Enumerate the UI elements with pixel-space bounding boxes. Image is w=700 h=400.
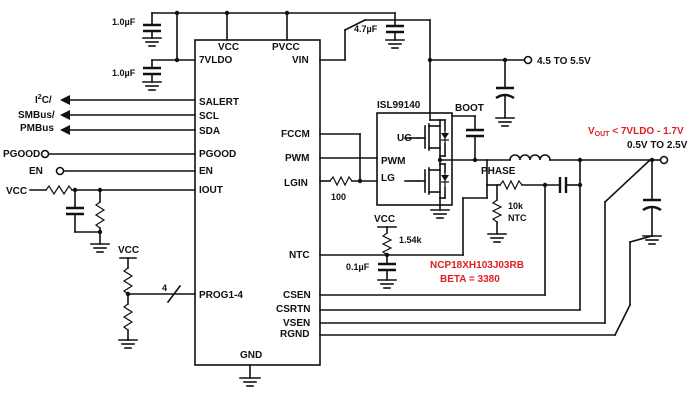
pin-fccm: FCCM	[281, 129, 310, 140]
resistor-lgin	[329, 175, 353, 187]
pin-gnd: GND	[240, 350, 262, 361]
mosfet-high-side	[417, 119, 449, 159]
label-thermistor-beta: BETA = 3380	[440, 274, 500, 285]
label-vcc-iout: VCC	[6, 186, 27, 197]
label-ntc: NTC	[508, 213, 527, 223]
pin-vsen: VSEN	[283, 318, 310, 329]
resistor-ntc-pullup	[381, 232, 393, 256]
resistor-iout	[94, 201, 106, 229]
pin-prog: PROG1-4	[199, 290, 243, 301]
en-terminal[interactable]	[55, 166, 65, 176]
resistor-sense	[499, 179, 523, 191]
ground-symbol-cout	[642, 235, 662, 245]
ground-symbol-cvldo	[142, 81, 162, 91]
pin-iout: IOUT	[199, 185, 223, 196]
pin-vin: VIN	[292, 55, 309, 66]
capacitor-ntc	[378, 262, 396, 272]
vout-terminal[interactable]	[659, 155, 669, 165]
label-r-ntc-pullup: 1.54k	[399, 235, 423, 245]
driver-pin-lg: LG	[381, 173, 395, 184]
capacitor-vldo	[143, 66, 161, 76]
label-ntc-value: 10k	[508, 201, 524, 211]
driver-ic-body	[376, 112, 453, 206]
vin-terminal[interactable]	[523, 55, 533, 65]
pin-sda: SDA	[199, 126, 220, 137]
label-i2c: I2C/	[35, 94, 52, 106]
label-cap-pvcc: 4.7µF	[354, 24, 378, 34]
resistor-iout-pullup	[45, 184, 73, 196]
capacitor-iout	[66, 206, 84, 216]
mosfet-low-side	[417, 163, 449, 199]
pin-ntc: NTC	[289, 250, 310, 261]
pin-pvcc: PVCC	[272, 42, 300, 53]
capacitor-output	[642, 198, 662, 212]
pin-salert: SALERT	[199, 97, 239, 108]
ground-symbol-cpvcc	[385, 39, 405, 49]
driver-name: ISL99140	[377, 100, 421, 111]
controller-ic-body	[194, 39, 321, 366]
capacitor-boot	[466, 128, 484, 138]
label-vout-range: 0.5V TO 2.5V	[627, 140, 688, 151]
ground-symbol-ic	[239, 377, 261, 387]
label-vin-range: 4.5 TO 5.5V	[537, 56, 591, 67]
ground-symbol-cvcc	[142, 37, 162, 47]
thermistor-ntc	[491, 199, 503, 223]
ground-symbol-lowside	[430, 209, 450, 219]
pin-lgin: LGIN	[284, 178, 308, 189]
label-cap-vcc: 1.0µF	[112, 17, 136, 27]
label-phase: PHASE	[481, 166, 516, 177]
label-vout-condition: VOUT < 7VLDO - 1.7V	[588, 126, 684, 138]
resistor-prog-top	[122, 267, 134, 295]
capacitor-pvcc	[386, 24, 404, 34]
label-pmbus: PMBus	[20, 123, 54, 134]
label-smbus: SMBus/	[18, 110, 55, 121]
resistor-prog-bottom	[122, 303, 134, 331]
pin-en: EN	[199, 166, 213, 177]
label-boot: BOOT	[455, 103, 484, 114]
pin-csrtn: CSRTN	[276, 304, 310, 315]
label-r-lgin: 100	[331, 192, 346, 202]
label-vcc-ntc: VCC	[374, 214, 395, 225]
ground-symbol-ntc	[487, 233, 507, 243]
ground-symbol-iout	[90, 243, 110, 253]
label-en-signal: EN	[29, 166, 43, 177]
ground-symbol-prog	[118, 339, 138, 349]
pin-csen: CSEN	[283, 290, 311, 301]
label-thermistor-part: NCP18XH103J03RB	[430, 260, 524, 271]
driver-pin-pwm: PWM	[381, 156, 405, 167]
label-cap-ntc: 0.1µF	[346, 262, 370, 272]
pin-7vldo: 7VLDO	[199, 55, 233, 66]
pgood-terminal[interactable]	[40, 149, 50, 159]
label-vcc-prog: VCC	[118, 245, 139, 256]
pin-rgnd: RGND	[280, 329, 309, 340]
capacitor-vcc	[143, 23, 161, 33]
pin-pgood: PGOOD	[199, 149, 236, 160]
inductor-output	[509, 154, 551, 161]
label-pgood-signal: PGOOD	[3, 149, 40, 160]
label-bus-width: 4	[162, 283, 167, 293]
pin-scl: SCL	[199, 111, 219, 122]
ground-symbol-cvin	[495, 117, 515, 127]
label-cap-vldo: 1.0µF	[112, 68, 136, 78]
pin-pwm: PWM	[285, 153, 309, 164]
pin-vcc-top: VCC	[218, 42, 239, 53]
ground-symbol-cntc	[377, 279, 397, 289]
capacitor-vin-bulk	[495, 86, 515, 100]
capacitor-sense	[558, 177, 568, 193]
